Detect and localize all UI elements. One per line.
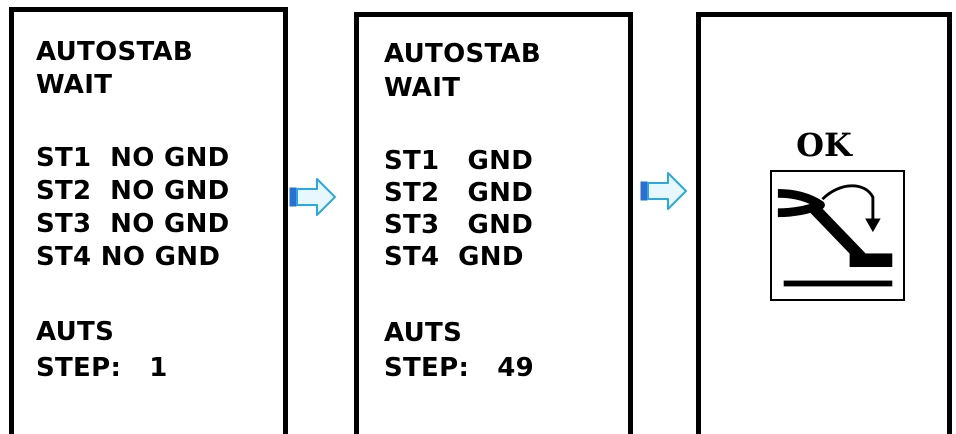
screen-1-status: WAIT <box>36 70 113 100</box>
screen-2-auts-label: AUTS <box>384 318 463 348</box>
screen-1-auts-label: AUTS <box>36 317 115 347</box>
screen-1-st2: ST2 NO GND <box>36 176 230 206</box>
screen-1-st3: ST3 NO GND <box>36 209 230 239</box>
ok-status-label: OK <box>796 126 852 164</box>
right-arrow-icon <box>289 178 336 216</box>
screen-1-panel: AUTOSTAB WAIT ST1 NO GND ST2 NO GND ST3 … <box>9 7 288 434</box>
screen-2-status: WAIT <box>384 73 461 103</box>
screen-2-st4: ST4 GND <box>384 242 524 272</box>
right-arrow-icon <box>640 172 687 210</box>
screen-2-title: AUTOSTAB <box>384 39 542 69</box>
screen-2-st3: ST3 GND <box>384 210 534 240</box>
screen-1-title: AUTOSTAB <box>36 37 194 67</box>
screen-2-st2: ST2 GND <box>384 178 534 208</box>
screen-1-st1: ST1 NO GND <box>36 143 230 173</box>
screen-2-step: STEP: 49 <box>384 353 535 383</box>
screen-2-st1: ST1 GND <box>384 146 534 176</box>
screen-1-st4: ST4 NO GND <box>36 242 221 272</box>
screen-1-step: STEP: 1 <box>36 353 168 383</box>
autostab-ground-icon <box>770 170 905 301</box>
screen-2-panel: AUTOSTAB WAIT ST1 GND ST2 GND ST3 GND ST… <box>354 12 633 434</box>
